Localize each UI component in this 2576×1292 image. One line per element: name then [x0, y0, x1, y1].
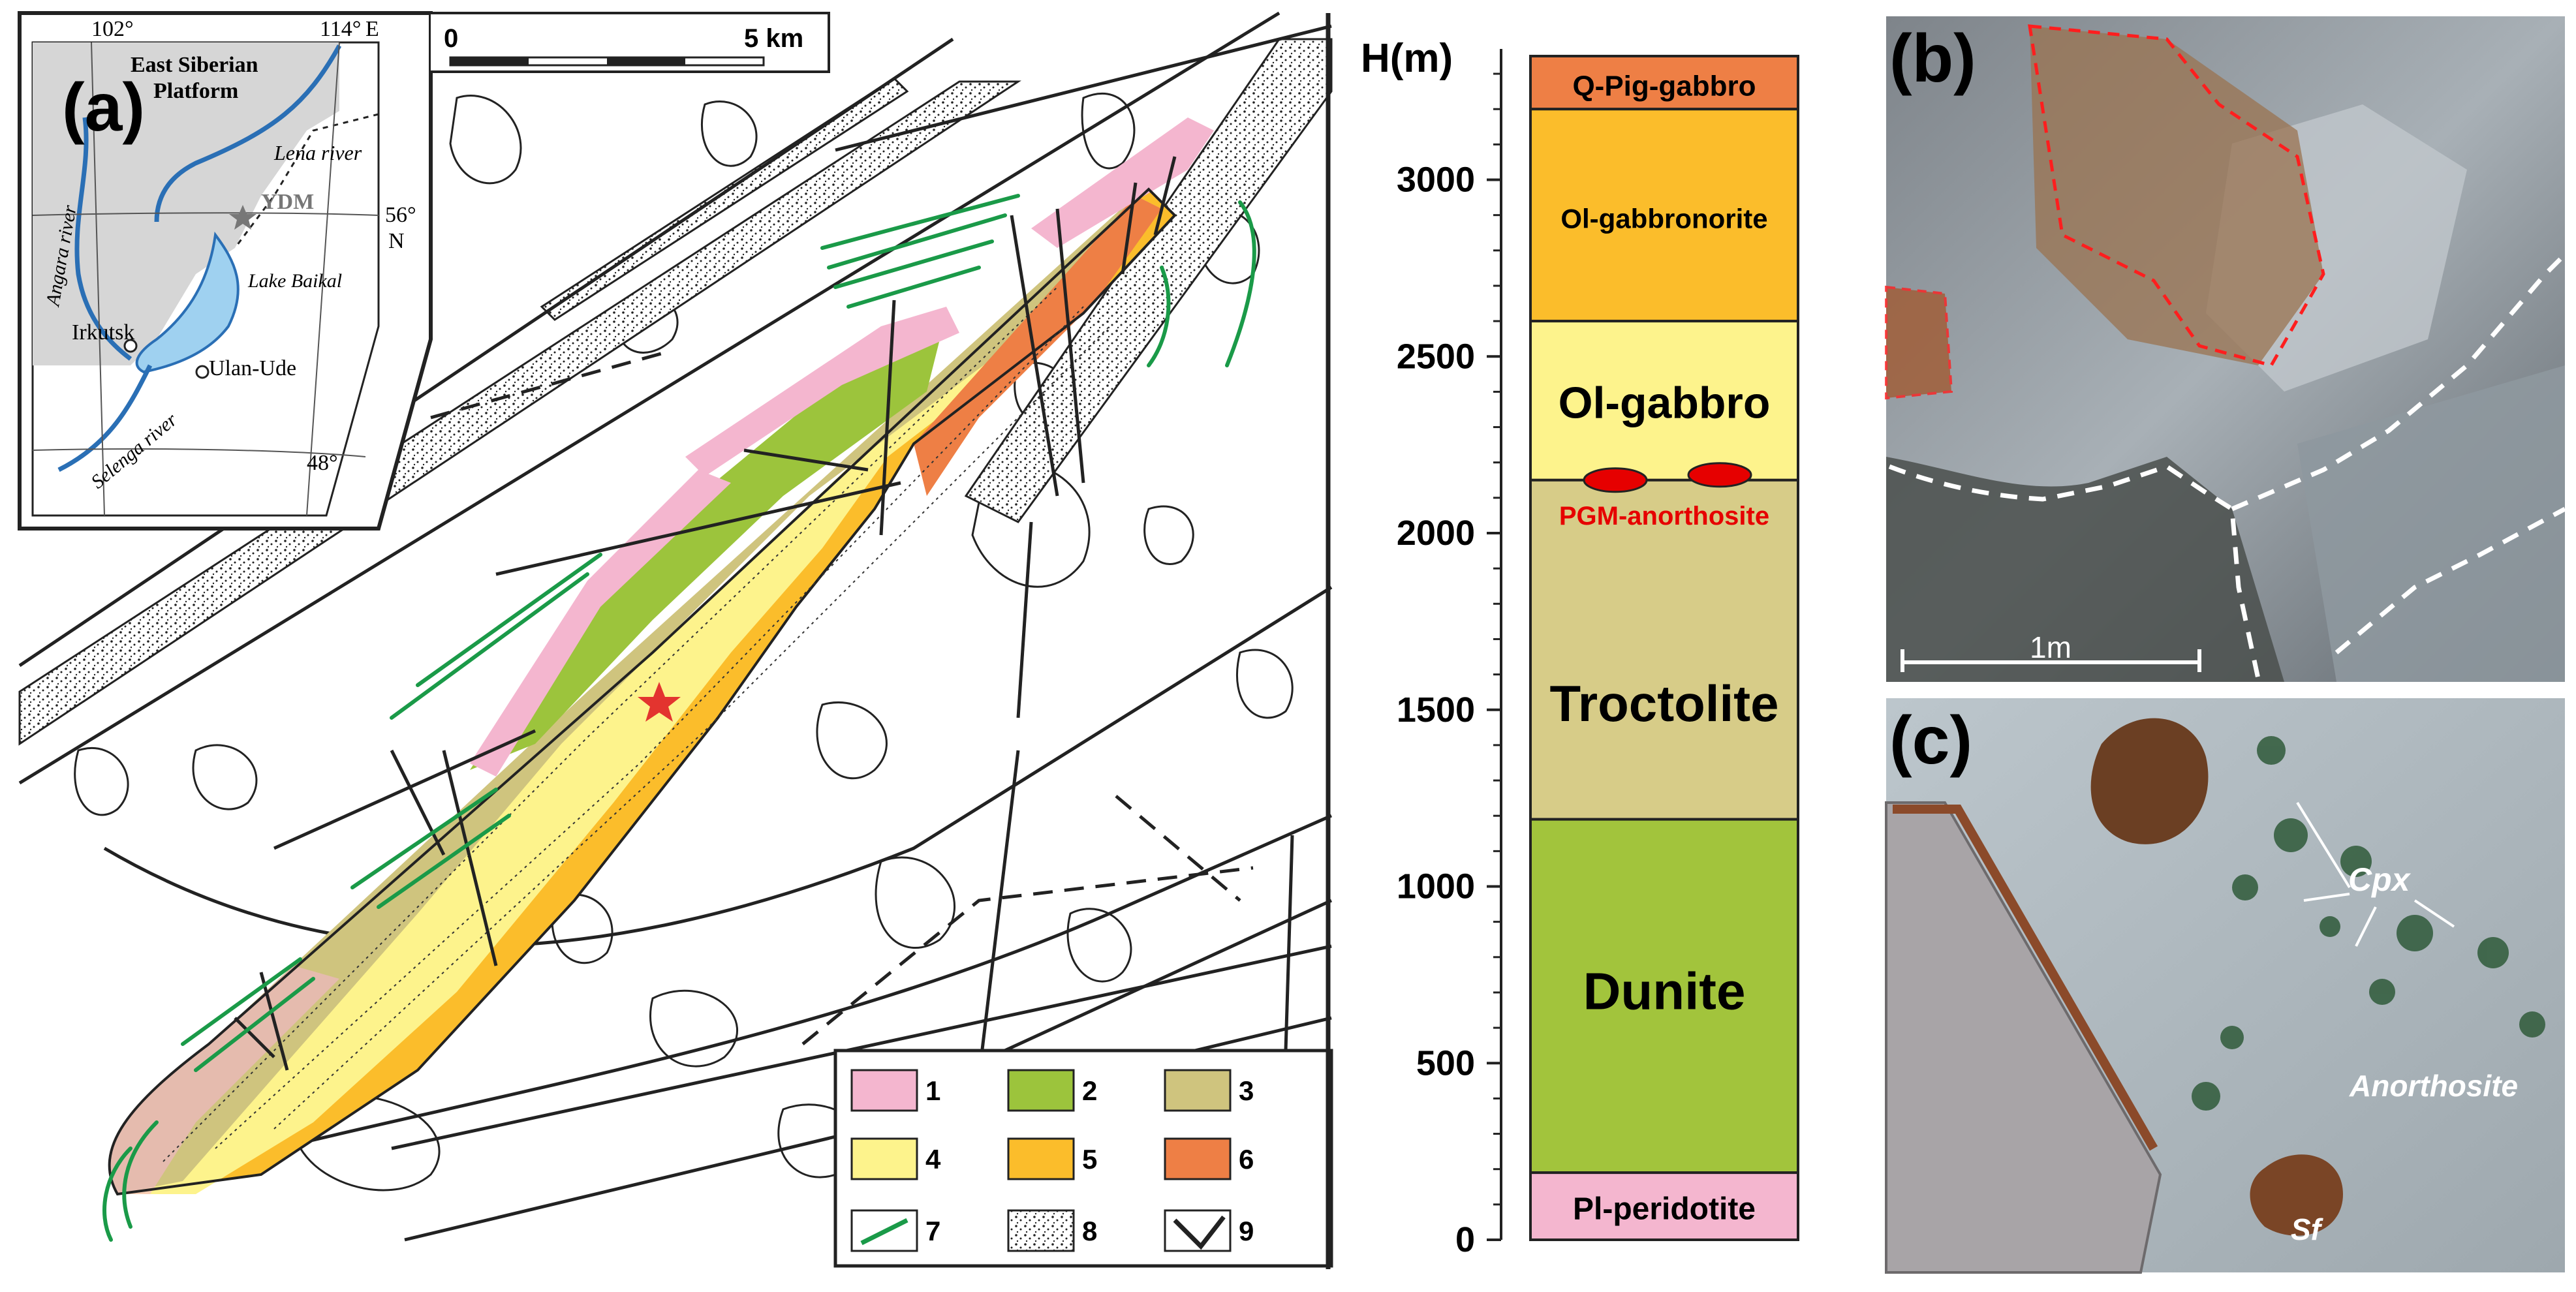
inset-lena-river: Lena river — [273, 141, 362, 164]
legend-item-5: 5 — [1007, 1137, 1097, 1180]
legend-num-3: 3 — [1239, 1075, 1254, 1106]
tick-label-500: 500 — [1416, 1043, 1475, 1083]
column-tick-labels: 3000 2500 2000 1500 1000 500 0 — [1397, 161, 1475, 1260]
pgm-lens-right — [1687, 462, 1752, 488]
inset-lat-n: N — [388, 229, 405, 253]
scale-bar: 0 5 km — [431, 12, 830, 73]
legend-item-4: 4 — [850, 1137, 941, 1180]
legend-num-1: 1 — [925, 1075, 940, 1106]
scale-start: 0 — [444, 24, 458, 53]
legend-num-5: 5 — [1082, 1144, 1097, 1175]
pgm-lens-left — [1583, 467, 1648, 493]
legend-item-3: 3 — [1164, 1069, 1254, 1112]
legend-item-6: 6 — [1164, 1137, 1254, 1180]
inset-map: (a) 102° 114° E 56° N 48° East Siberian … — [18, 11, 433, 531]
anorthosite-label: Anorthosite — [2349, 1069, 2518, 1103]
sf-label: Sf — [2291, 1212, 2324, 1246]
legend-num-4: 4 — [925, 1144, 941, 1175]
photo-b-scale: 1m — [2030, 630, 2072, 664]
column-unit-labels: Q-Pig-gabbro Ol-gabbronorite Ol-gabbro T… — [1549, 70, 1778, 1227]
stratigraphic-column: H(m) 3000 2500 2000 1500 1000 500 0 Q-Pi… — [1361, 36, 1799, 1260]
label-pl-peridotite: Pl-peridotite — [1573, 1192, 1756, 1227]
label-troctolite: Troctolite — [1549, 675, 1778, 732]
tick-label-2000: 2000 — [1397, 514, 1475, 553]
inset-lon-e: E — [365, 17, 379, 41]
inset-lat-56: 56° — [385, 203, 416, 227]
photo-c: Cpx Anorthosite Sf (c) — [1885, 698, 2565, 1274]
ydm-star — [229, 205, 256, 230]
locality-star — [638, 682, 681, 722]
legend-item-1: 1 — [850, 1069, 940, 1112]
panel-a-label: (a) — [62, 70, 145, 146]
legend-item-2: 2 — [1007, 1069, 1097, 1112]
tick-label-1500: 1500 — [1397, 690, 1475, 730]
inset-irkutsk: Irkutsk — [72, 320, 134, 345]
legend-item-8: 8 — [1007, 1209, 1097, 1252]
dashed-faults — [430, 350, 1254, 1045]
inset-lon-102: 102° — [91, 17, 134, 41]
label-ol-gabbro: Ol-gabbro — [1559, 378, 1771, 428]
inset-region-line2: Platform — [153, 79, 238, 103]
panel-c-label: (c) — [1889, 703, 1972, 778]
inset-region-line1: East Siberian — [131, 53, 258, 77]
unit-troctolite — [1529, 478, 1799, 821]
legend-num-7: 7 — [925, 1216, 940, 1246]
label-ol-gabbronorite: Ol-gabbronorite — [1560, 204, 1767, 234]
panel-b-label: (b) — [1889, 21, 1976, 97]
legend-num-9: 9 — [1239, 1216, 1254, 1246]
tick-label-2500: 2500 — [1397, 337, 1475, 376]
geological-map: (a) 102° 114° E 56° N 48° East Siberian … — [18, 11, 1333, 1268]
scale-end: 5 km — [744, 24, 803, 53]
label-dunite: Dunite — [1583, 962, 1746, 1020]
tick-label-3000: 3000 — [1397, 161, 1475, 200]
pgm-anorthosite-label: PGM-anorthosite — [1559, 502, 1769, 531]
tick-label-1000: 1000 — [1397, 867, 1475, 906]
tick-label-0: 0 — [1455, 1220, 1475, 1259]
inset-lake-baikal: Lake Baikal — [247, 270, 342, 292]
sediment-belts — [18, 38, 1333, 746]
label-q-pig-gabbro: Q-Pig-gabbro — [1572, 70, 1756, 102]
legend-item-7: 7 — [850, 1209, 940, 1252]
column-axis-title: H(m) — [1361, 36, 1453, 81]
unit-ol-gabbronorite — [1529, 108, 1799, 323]
unit-pl-peridotite — [1529, 1171, 1799, 1241]
cpx-label: Cpx — [2348, 861, 2412, 898]
legend-num-8: 8 — [1082, 1216, 1097, 1246]
inset-ydm: YDM — [261, 190, 314, 214]
column-units — [1529, 54, 1799, 1241]
legend-num-6: 6 — [1239, 1144, 1254, 1175]
green-dikes — [102, 194, 1256, 1242]
photo-b: 1m (b) — [1885, 16, 2567, 682]
intrusion — [108, 117, 1214, 1196]
legend-item-9: 9 — [1164, 1209, 1254, 1252]
legend-num-2: 2 — [1082, 1075, 1097, 1106]
column-ticks — [1487, 72, 1501, 1241]
inset-ulan-ude: Ulan-Ude — [209, 356, 296, 380]
unit-ol-gabbro — [1529, 320, 1799, 482]
map-legend: 1 2 3 4 5 6 7 8 9 — [833, 1049, 1333, 1268]
inset-lat-48: 48° — [307, 451, 338, 475]
unit-dunite — [1529, 818, 1799, 1175]
inset-lon-114: 114° — [320, 17, 361, 41]
